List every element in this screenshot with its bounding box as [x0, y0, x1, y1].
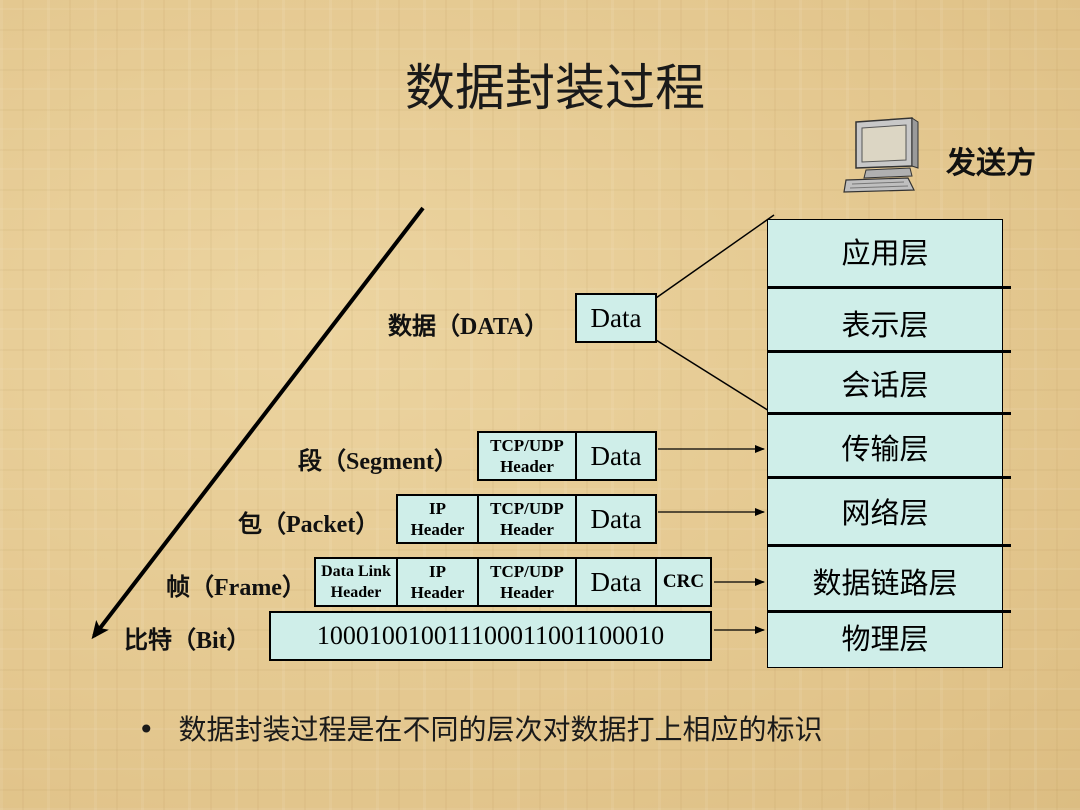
stage-label-frame: 帧（Frame） — [166, 572, 306, 601]
layer-divider — [767, 476, 1011, 479]
stage-label-packet: 包（Packet） — [238, 509, 380, 538]
layer-data-link: 数据链路层 — [812, 566, 958, 600]
layer-divider — [767, 412, 1011, 415]
layer-physical: 物理层 — [841, 622, 929, 656]
encapsulation-direction-arrow — [91, 206, 425, 640]
page-title: 数据封装过程 — [405, 59, 705, 117]
layer-divider — [767, 350, 1011, 353]
frame-crc: CRC — [655, 557, 712, 607]
bullet-note: • 数据封装过程是在不同的层次对数据打上相应的标识 — [138, 708, 823, 748]
layer-transport: 传输层 — [841, 432, 929, 466]
sender-label: 发送方 — [946, 146, 1036, 181]
frame-data: Data — [575, 557, 657, 607]
bullet-text: 数据封装过程是在不同的层次对数据打上相应的标识 — [178, 713, 823, 746]
osi-layer-stack — [767, 219, 1003, 668]
bullet-symbol: • — [138, 713, 155, 746]
layer-presentation: 表示层 — [841, 308, 929, 342]
layer-divider — [767, 610, 1011, 613]
computer-icon — [843, 117, 919, 193]
data-to-session-line — [655, 339, 775, 415]
layer-session: 会话层 — [841, 368, 929, 402]
layer-network: 网络层 — [841, 496, 929, 530]
segment-data: Data — [575, 431, 657, 481]
layer-divider — [767, 544, 1011, 547]
stage-label-segment: 段（Segment） — [298, 446, 458, 475]
stage-label-bit: 比特（Bit） — [124, 625, 251, 654]
packet-data: Data — [575, 494, 657, 544]
data-block: Data — [575, 293, 657, 343]
data-to-application-line — [655, 214, 775, 299]
stage-label-data: 数据（DATA） — [388, 311, 549, 340]
bit-stream: 10001001001110001100110001​0 — [269, 611, 712, 661]
layer-application: 应用层 — [841, 236, 929, 270]
layer-divider — [767, 286, 1011, 289]
